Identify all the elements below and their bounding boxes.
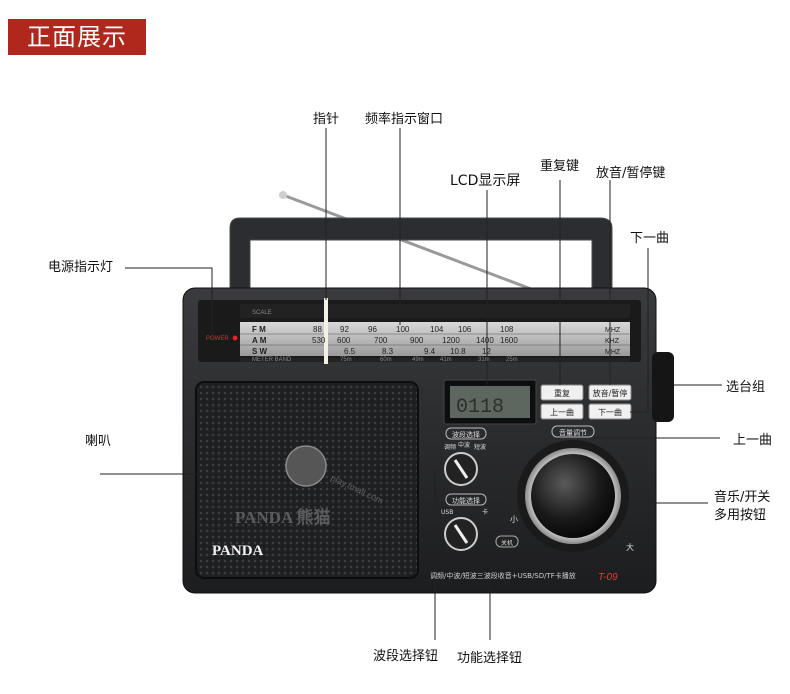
callout-band-knob: 波段选择钮 [373, 649, 439, 664]
sw-scale-1: 8.3 [382, 347, 394, 356]
callout-lcd: LCD显示屏 [450, 173, 521, 189]
sw-scale-0: 6.5 [344, 347, 356, 356]
callout-speaker: 喇叭 [85, 434, 112, 449]
page-title: 正面展示 [8, 19, 146, 55]
callout-frequency-window: 频率指示窗口 [365, 112, 444, 127]
callout-tuning: 选台组 [726, 380, 766, 395]
band-fm-label: F M [252, 325, 266, 334]
fm-unit: MHZ [605, 327, 621, 334]
am-scale-1: 600 [337, 336, 351, 345]
volume-min-mark: 小 [510, 515, 518, 524]
func-card-mark: 卡 [482, 508, 488, 516]
func-usb-mark: USB [441, 509, 453, 516]
am-scale-4: 1200 [442, 336, 460, 345]
prev-button-label: 上一曲 [550, 407, 574, 417]
am-unit: KHZ [605, 338, 620, 345]
callout-music-switch-1: 音乐/开关 [714, 490, 771, 505]
callout-music-switch-2: 多用按钮 [714, 508, 767, 523]
callout-lines [100, 128, 722, 640]
meter-mark-5: 25m [506, 357, 518, 363]
band-fm-mark: 调频 [444, 443, 456, 451]
fm-scale-4: 104 [430, 325, 444, 334]
fm-scale-3: 100 [396, 325, 410, 334]
power-led [232, 335, 238, 341]
meter-mark-2: 49m [412, 357, 424, 363]
fm-scale-0: 88 [313, 325, 322, 334]
meter-mark-0: 75m [340, 357, 352, 363]
lcd-screen [450, 386, 530, 418]
band-sw-mark: 短波 [474, 443, 486, 451]
carry-handle[interactable] [229, 217, 613, 291]
callout-play-pause: 放音/暂停键 [596, 166, 666, 181]
sw-scale-3: 10.8 [450, 347, 466, 356]
fm-scale-1: 92 [340, 325, 349, 334]
panda-emblem [285, 445, 327, 487]
callout-power-light: 电源指示灯 [48, 260, 114, 275]
play-button-label: 放音/暂停 [593, 388, 628, 398]
fm-scale-2: 96 [368, 325, 377, 334]
band-am-mark: 中波 [458, 441, 470, 449]
am-scale-6: 1600 [500, 336, 518, 345]
volume-caption: 音量调节 [559, 428, 587, 437]
repeat-button[interactable] [540, 384, 584, 401]
tuning-wheel[interactable] [652, 352, 674, 422]
callout-repeat: 重复键 [540, 159, 580, 174]
band-knob-caption: 波段选择 [452, 430, 480, 439]
lcd-digits: 0118 [456, 396, 504, 419]
fm-scale-5: 106 [458, 325, 472, 334]
antenna-tip [279, 191, 287, 199]
am-scale-0: 530 [312, 336, 326, 345]
bottom-description: 调频/中波/短波三波段收音+USB/SD/TF卡播放 [430, 571, 576, 580]
repeat-button-label: 重复 [554, 388, 570, 398]
meter-mark-4: 31m [478, 357, 490, 363]
brand-logo: PANDA [212, 543, 264, 559]
callout-pointer: 指针 [313, 112, 340, 127]
callout-next: 下一曲 [630, 231, 670, 246]
band-am-label: A M [252, 336, 267, 345]
model-number: T-09 [598, 572, 618, 583]
antenna [282, 193, 561, 302]
tuning-pointer [324, 298, 328, 364]
meter-mark-1: 60m [380, 357, 392, 363]
off-label: 关机 [501, 539, 513, 547]
meter-mark-3: 41m [440, 357, 452, 363]
am-scale-2: 700 [374, 336, 388, 345]
music-switch-knob[interactable] [531, 454, 615, 538]
callout-prev: 上一曲 [733, 433, 773, 448]
am-scale-5: 1400 [476, 336, 494, 345]
volume-max-mark: 大 [626, 542, 634, 552]
prev-button[interactable] [540, 403, 584, 420]
am-scale-3: 900 [410, 336, 424, 345]
meter-band-label: METER BAND [252, 357, 292, 363]
fm-scale-6: 108 [500, 325, 514, 334]
band-sw-label: S W [252, 347, 268, 356]
power-label: POWER [206, 336, 229, 342]
scale-label: SCALE [252, 310, 272, 316]
frequency-scale [240, 322, 630, 356]
sw-unit: MHZ [605, 349, 621, 356]
next-button-label: 下一曲 [598, 407, 622, 417]
sw-scale-2: 9.4 [424, 347, 436, 356]
off-badge [495, 535, 519, 548]
watermark-text: PANDA 熊猫 [235, 507, 331, 527]
callout-function-knob: 功能选择钮 [457, 651, 523, 666]
sw-scale-4: 12 [482, 347, 491, 356]
func-knob-caption: 功能选择 [452, 496, 480, 505]
